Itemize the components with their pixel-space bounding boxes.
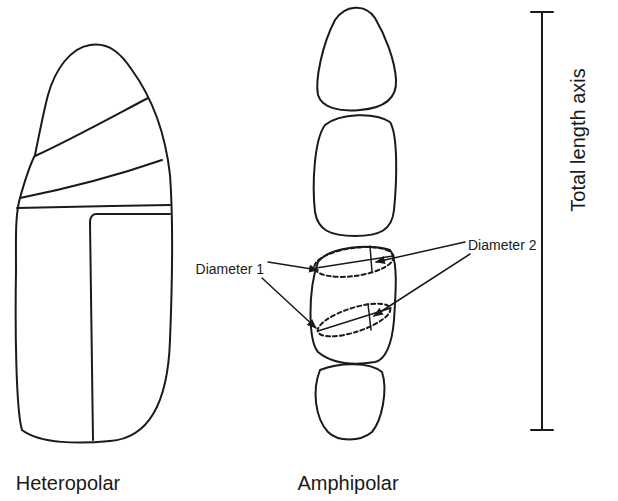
length-tick <box>531 429 553 431</box>
caption-label: Amphipolar <box>297 472 398 494</box>
caption-label: Heteropolar <box>16 472 121 494</box>
diameter-line <box>316 256 393 268</box>
length-bar <box>541 12 543 430</box>
diameter-ellipse <box>312 243 395 282</box>
flake-scar <box>17 205 170 208</box>
flake-scar <box>90 214 170 440</box>
diameter-ellipse <box>314 297 394 343</box>
flake-scar <box>20 160 162 198</box>
leader-arrow <box>374 254 470 316</box>
segment <box>314 115 396 236</box>
leader-arrow <box>262 278 316 328</box>
length-tick <box>531 11 553 13</box>
diameter-line <box>370 246 372 272</box>
segment <box>317 8 396 111</box>
diameter-line <box>368 304 371 330</box>
segment <box>316 364 385 439</box>
flake-scar <box>35 98 148 156</box>
axis-label: Total length axis <box>567 68 589 211</box>
diameter-label: Diameter 2 <box>468 238 536 253</box>
segment <box>311 247 396 364</box>
leader-arrow <box>268 262 318 270</box>
diameter-label: Diameter 1 <box>196 262 264 277</box>
leader-arrow <box>376 242 465 262</box>
heteropolar-core <box>16 45 173 443</box>
